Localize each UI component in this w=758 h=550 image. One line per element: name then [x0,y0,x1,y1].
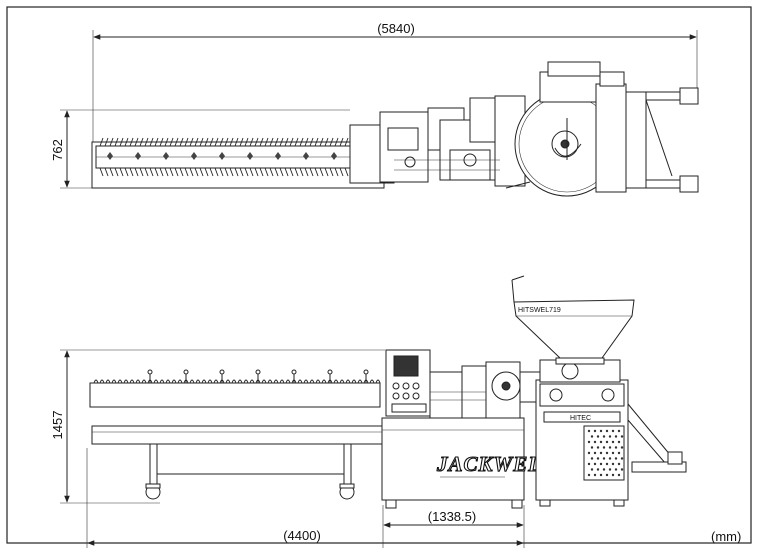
filler-badge: HITEC [570,415,591,422]
side-view: 1457 JACKWEL [50,275,687,548]
dim-top-width: 762 [50,139,65,161]
side-conveyor-rail [89,382,381,408]
side-hook-chain [93,369,381,384]
vent-dots [587,429,624,477]
units-label: (mm) [711,529,741,544]
hopper-plate: HITSWEL719 [518,307,561,314]
side-linker-base [381,417,525,501]
brand-logo: JACKWEL [436,452,542,476]
dim-side-base: (1338.5) [428,509,476,524]
filler-vent-grille [583,425,625,481]
dim-side-length: (4400) [283,528,321,543]
top-view: (5840) 762 [50,21,699,197]
top-stand-frame [625,91,647,189]
dim-top-length: (5840) [377,21,415,36]
dim-side-height: 1457 [50,411,65,440]
